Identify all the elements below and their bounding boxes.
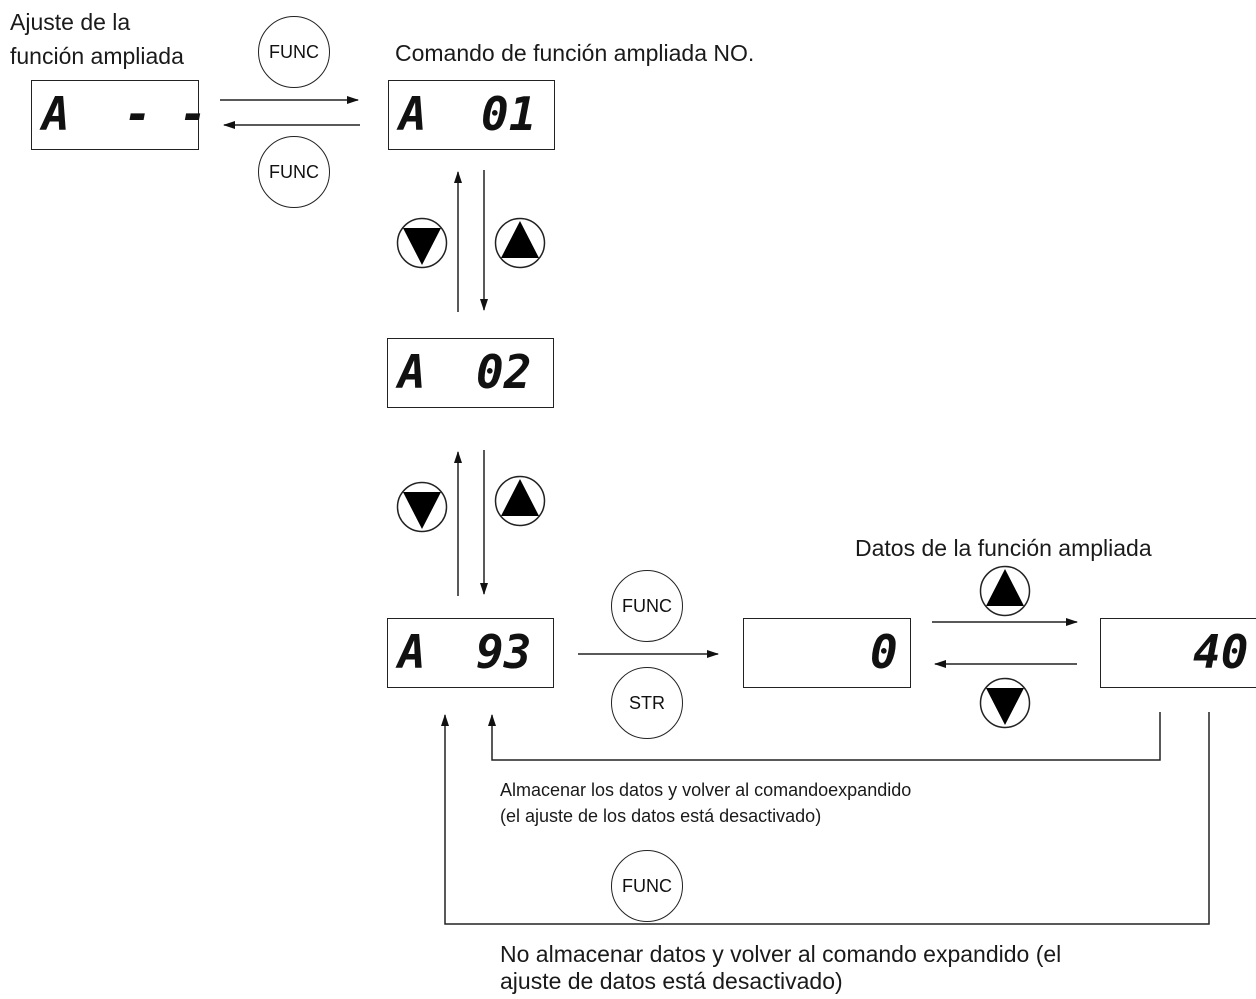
down-triangle-icon[interactable] [979, 677, 1031, 729]
display-ext-right: - - [124, 87, 208, 141]
return-store-line [491, 712, 1161, 761]
up-triangle-icon[interactable] [979, 565, 1031, 617]
display-data-40: 40 [1100, 618, 1256, 688]
func-button-return[interactable]: FUNC [258, 136, 330, 208]
display-a01-left: A [399, 87, 427, 141]
display-data40-value: 40 [1193, 625, 1249, 679]
display-a02-right: 02 [476, 345, 532, 399]
display-a93: A 93 [387, 618, 554, 688]
down-triangle-icon[interactable] [396, 481, 448, 533]
func-button-bottom[interactable]: FUNC [611, 850, 683, 922]
display-a01: A 01 [388, 80, 555, 150]
return-nostore-line [444, 712, 1210, 925]
display-a02-left: A [398, 345, 426, 399]
datos-label: Datos de la función ampliada [855, 535, 1152, 561]
str-button[interactable]: STR [611, 667, 683, 739]
display-a93-left: A [398, 625, 426, 679]
almacenar-label-line1: Almacenar los datos y volver al comandoe… [500, 780, 912, 800]
display-a01-right: 01 [481, 87, 537, 141]
comando-label: Comando de función ampliada NO. [395, 40, 755, 66]
up-triangle-icon[interactable] [494, 475, 546, 527]
display-a93-right: 93 [476, 625, 532, 679]
almacenar-label-line2: (el ajuste de los datos está desactivado… [500, 806, 822, 826]
ajuste-label-line1: Ajuste de la [10, 9, 131, 35]
no-almacenar-label-line2: ajuste de datos está desactivado) [500, 968, 843, 994]
display-data0-value: 0 [870, 625, 898, 679]
up-triangle-icon[interactable] [494, 217, 546, 269]
ajuste-label-line2: función ampliada [10, 43, 184, 69]
display-a02: A 02 [387, 338, 554, 408]
display-ext-left: A [42, 87, 70, 141]
down-triangle-icon[interactable] [396, 217, 448, 269]
display-extended-function: A - - [31, 80, 207, 150]
no-almacenar-label-line1: No almacenar datos y volver al comando e… [500, 941, 1062, 967]
display-data-0: 0 [743, 618, 911, 688]
func-button-enter[interactable]: FUNC [611, 570, 683, 642]
func-button-top[interactable]: FUNC [258, 16, 330, 88]
